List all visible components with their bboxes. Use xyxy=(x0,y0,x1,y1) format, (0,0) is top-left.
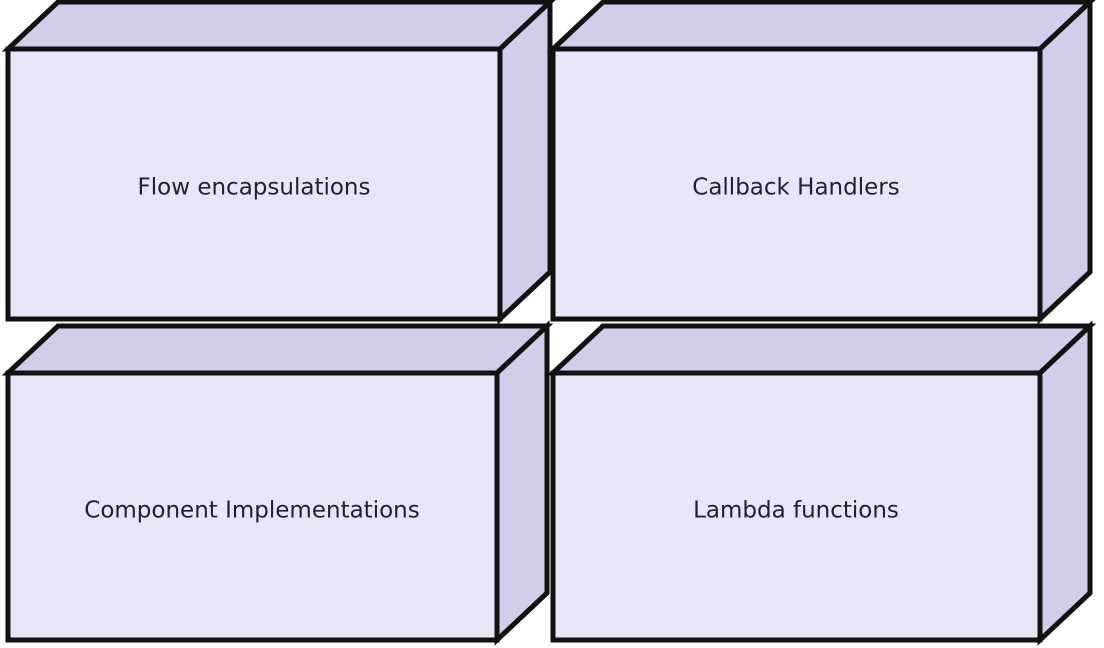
box-label: Callback Handlers xyxy=(692,175,899,201)
box-front-face xyxy=(550,370,1043,643)
box-top-face xyxy=(546,0,1096,52)
box-side-face xyxy=(494,320,550,646)
box-front-face xyxy=(550,46,1043,322)
box-label: Component Implementations xyxy=(84,498,419,524)
box-label: Flow encapsulations xyxy=(138,175,371,201)
box-side-face xyxy=(1037,0,1093,325)
box-flow-encapsulations[interactable]: Flow encapsulations xyxy=(1,0,556,325)
box-label: Lambda functions xyxy=(693,498,899,524)
box-front-face xyxy=(5,370,500,643)
box-component-implementations[interactable]: Component Implementations xyxy=(1,320,554,646)
box-callback-handlers[interactable]: Callback Handlers xyxy=(546,0,1096,325)
box-side-face xyxy=(1037,320,1093,646)
box-top-face xyxy=(1,323,554,376)
box-lambda-functions[interactable]: Lambda functions xyxy=(546,320,1097,646)
box-front-face xyxy=(5,46,503,322)
box-top-face xyxy=(1,0,556,52)
box-side-face xyxy=(497,0,553,325)
box-top-face xyxy=(546,323,1097,376)
